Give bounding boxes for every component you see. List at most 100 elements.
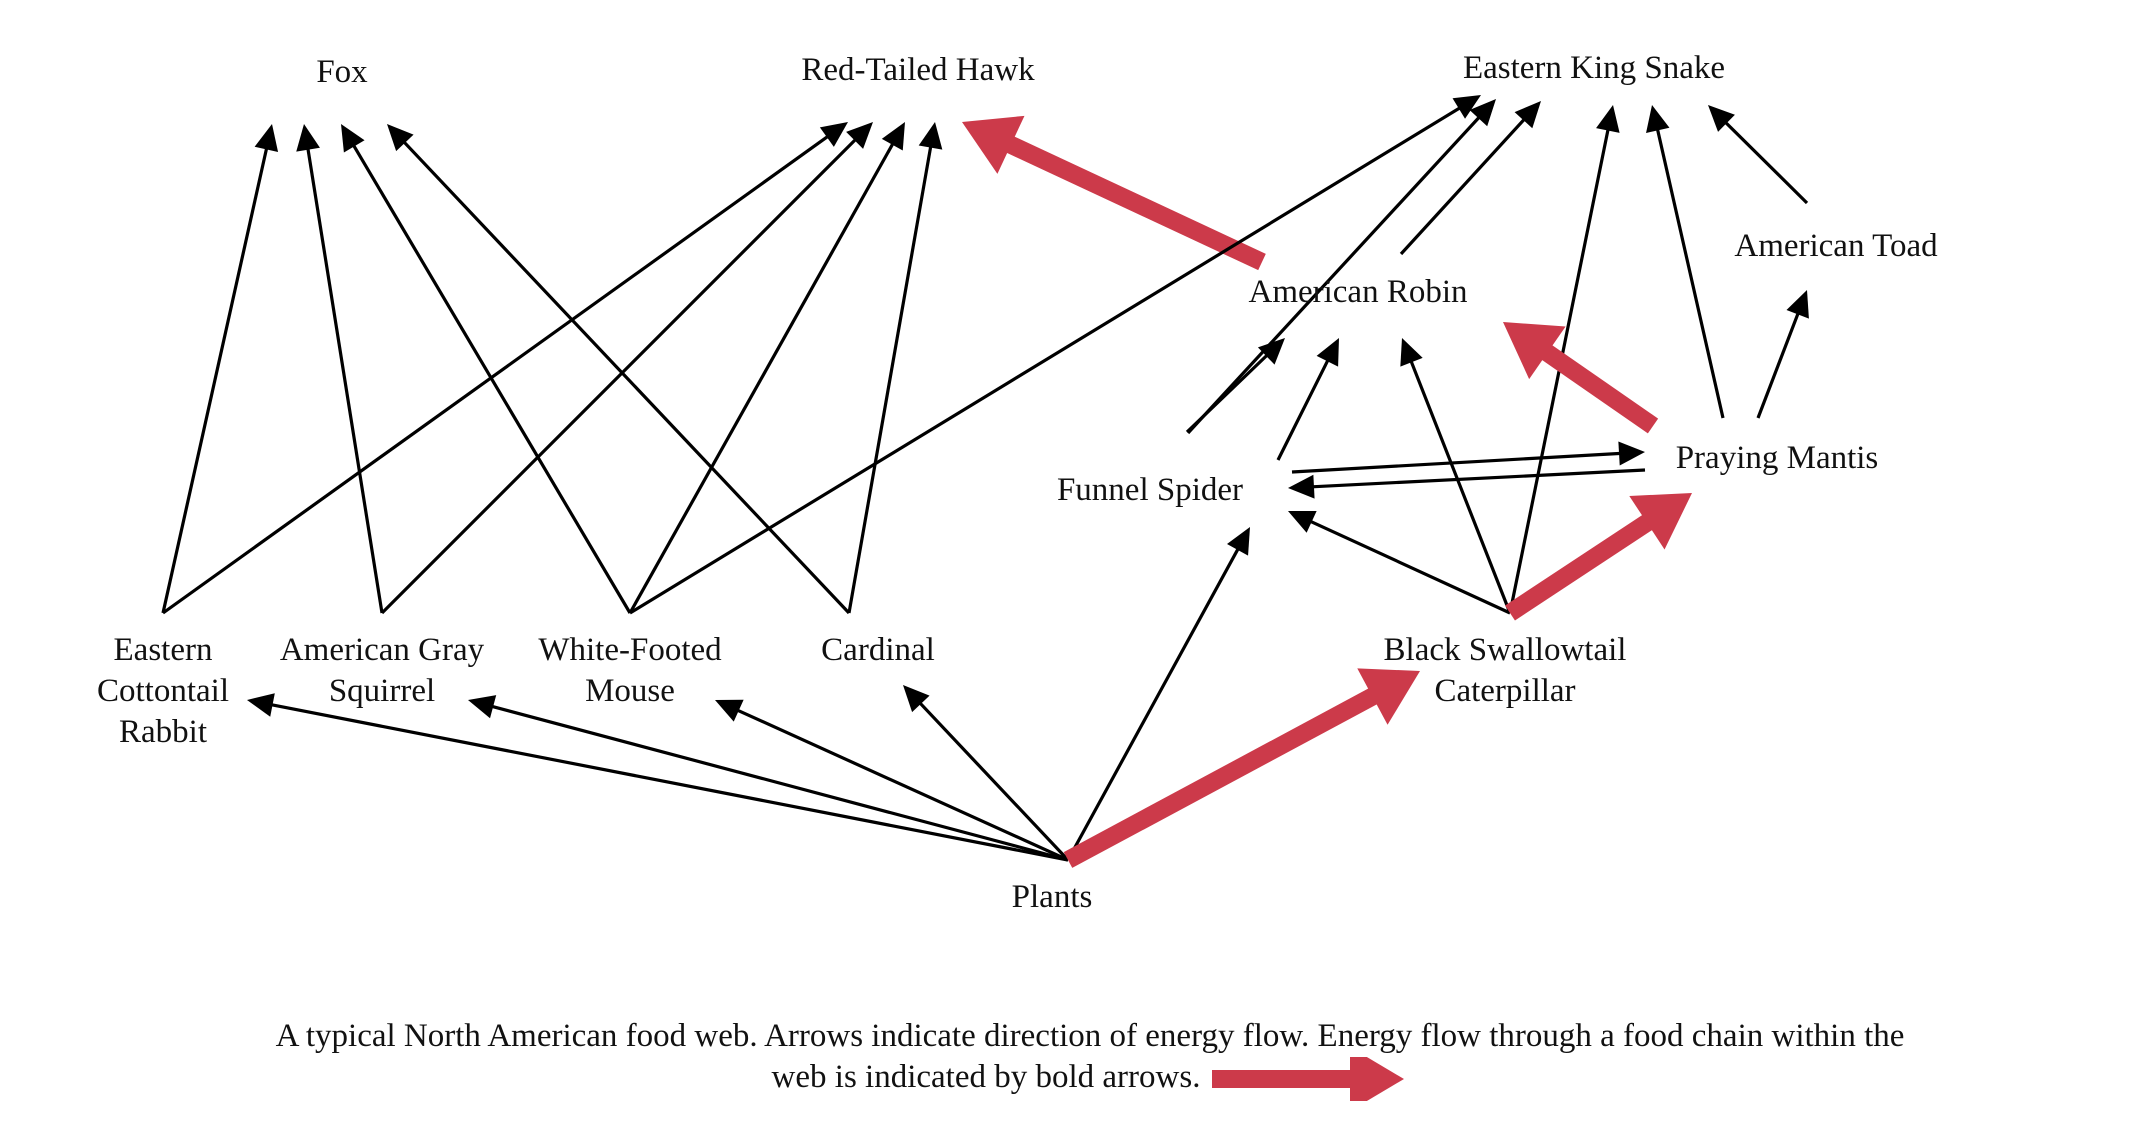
arrow-plants-to-american-gray-squirrel-shaft (490, 704, 1069, 862)
arrow-white-footed-mouse-to-red-tailed-hawk-head (881, 122, 905, 151)
arrow-black-swallowtail-caterpillar-to-funnel-spider-head (1288, 510, 1317, 533)
arrow-plants-to-funnel-spider (1066, 527, 1250, 861)
arrow-american-gray-squirrel-to-fox-shaft (306, 147, 384, 614)
arrow-funnel-spider-to-praying-mantis-head (1618, 441, 1645, 466)
arrow-cardinal-to-red-tailed-hawk-shaft (847, 145, 933, 614)
arrow-plants-to-cardinal-shaft (918, 701, 1070, 862)
node-american-gray-squirrel-line-1: American Gray (280, 632, 485, 668)
arrow-funnel-spider-to-eastern-king-snake (1186, 99, 1496, 435)
arrow-plants-to-funnel-spider-head (1227, 527, 1250, 556)
arrow-american-robin-to-eastern-king-snake-head (1514, 101, 1541, 129)
bold-arrow-american-robin-to-red-tailed-hawk-head (962, 115, 1025, 174)
arrow-american-toad-to-eastern-king-snake-shaft (1723, 120, 1809, 205)
arrow-white-footed-mouse-to-red-tailed-hawk (628, 122, 905, 614)
node-eastern-king-snake: Eastern King Snake (1463, 50, 1725, 86)
arrow-funnel-spider-to-praying-mantis-shaft (1291, 451, 1622, 474)
bold-arrow-plants-to-black-swallowtail-caterpillar-head (1357, 668, 1420, 725)
bold-arrow-american-robin-to-red-tailed-hawk (962, 115, 1266, 271)
arrow-black-swallowtail-caterpillar-to-funnel-spider-shaft (1309, 519, 1511, 615)
node-eastern-king-snake-line-1: Eastern King Snake (1463, 50, 1725, 86)
arrow-american-robin-to-eastern-king-snake (1399, 101, 1541, 256)
arrow-plants-to-white-footed-mouse-shaft (736, 708, 1069, 862)
bold-arrow-plants-to-black-swallowtail-caterpillar-shaft (1063, 687, 1379, 868)
arrow-american-robin-to-eastern-king-snake-shaft (1399, 117, 1526, 256)
arrow-plants-to-american-gray-squirrel-head (468, 695, 497, 719)
arrow-eastern-cottontail-rabbit-to-red-tailed-hawk-head (819, 122, 848, 147)
arrow-funnel-spider-to-american-robin-shaft (1185, 353, 1269, 434)
arrow-black-swallowtail-caterpillar-to-funnel-spider (1288, 510, 1511, 615)
arrow-plants-to-funnel-spider-shaft (1066, 547, 1240, 861)
figure-caption: A typical North American food web. Arrow… (160, 1016, 2020, 1102)
node-black-swallowtail-caterpillar-line-2: Caterpillar (1434, 673, 1575, 709)
arrow-black-swallowtail-caterpillar-to-american-robin (1400, 338, 1512, 614)
node-red-tailed-hawk: Red-Tailed Hawk (801, 52, 1035, 88)
node-praying-mantis: Praying Mantis (1676, 440, 1879, 476)
legend-bold-arrow (1212, 1057, 1405, 1102)
caption-line-1: A typical North American food web. Arrow… (275, 1018, 1905, 1054)
node-white-footed-mouse-line-2: Mouse (585, 673, 675, 709)
arrow-white-footed-mouse-to-eastern-king-snake-shaft (629, 106, 1462, 615)
node-funnel-spider-line-1: Funnel Spider (1057, 472, 1243, 508)
bold-arrow-praying-mantis-to-american-robin-head (1503, 322, 1566, 380)
arrow-white-footed-mouse-to-fox (341, 124, 632, 614)
node-funnel-spider: Funnel Spider (1057, 472, 1243, 508)
arrow-plants-to-cardinal-head (903, 685, 930, 713)
bold-arrow-black-swallowtail-caterpillar-to-praying-mantis-shaft (1505, 514, 1654, 621)
arrow-white-footed-mouse-to-eastern-king-snake (629, 95, 1481, 615)
arrow-american-toad-to-eastern-king-snake (1708, 105, 1809, 205)
node-praying-mantis-line-1: Praying Mantis (1676, 440, 1879, 476)
arrow-eastern-cottontail-rabbit-to-fox-shaft (161, 147, 269, 614)
legend-bold-arrow-head (1350, 1057, 1405, 1102)
bold-arrow-black-swallowtail-caterpillar-to-praying-mantis-head (1629, 493, 1692, 550)
node-plants-line-1: Plants (1012, 879, 1093, 915)
node-cardinal: Cardinal (821, 632, 935, 668)
arrow-plants-to-white-footed-mouse (715, 699, 1069, 862)
arrow-praying-mantis-to-american-toad-shaft (1756, 311, 1800, 419)
arrow-black-swallowtail-caterpillar-to-eastern-king-snake-head (1596, 105, 1620, 133)
node-american-robin: American Robin (1248, 274, 1467, 310)
arrow-cardinal-to-fox-head (387, 124, 414, 152)
arrow-funnel-spider-to-praying-mantis (1291, 441, 1645, 474)
node-american-toad: American Toad (1734, 228, 1938, 264)
bold-arrow-legend-icon (1212, 1057, 1405, 1102)
edges-layer (161, 95, 1809, 868)
arrow-cardinal-to-red-tailed-hawk-head (918, 122, 943, 150)
node-american-toad-line-1: American Toad (1734, 228, 1938, 264)
arrow-plants-to-eastern-cottontail-rabbit (247, 693, 1069, 862)
node-american-robin-line-1: American Robin (1248, 274, 1467, 310)
arrow-plants-to-eastern-cottontail-rabbit-shaft (270, 703, 1069, 862)
node-black-swallowtail-caterpillar-line-1: Black Swallowtail (1384, 632, 1627, 668)
bold-arrow-praying-mantis-to-american-robin (1503, 322, 1659, 434)
node-fox: Fox (316, 54, 368, 90)
node-cardinal-line-1: Cardinal (821, 632, 935, 668)
arrow-praying-mantis-to-eastern-king-snake-shaft (1655, 128, 1725, 419)
arrow-american-gray-squirrel-to-fox-head (296, 124, 320, 152)
bold-arrow-praying-mantis-to-american-robin-shaft (1540, 344, 1659, 434)
bold-arrow-black-swallowtail-caterpillar-to-praying-mantis (1505, 493, 1692, 621)
arrow-white-footed-mouse-to-eastern-king-snake-head (1452, 95, 1481, 119)
node-fox-line-1: Fox (316, 54, 368, 90)
arrow-praying-mantis-to-american-toad (1756, 290, 1809, 419)
node-eastern-cottontail-rabbit-line-2: Cottontail (97, 673, 229, 709)
arrow-american-gray-squirrel-to-red-tailed-hawk-head (846, 122, 873, 149)
arrow-praying-mantis-to-eastern-king-snake (1646, 105, 1725, 419)
arrow-american-toad-to-eastern-king-snake-head (1708, 105, 1735, 132)
arrow-eastern-cottontail-rabbit-to-fox (161, 124, 279, 614)
arrow-white-footed-mouse-to-red-tailed-hawk-shaft (628, 142, 895, 614)
node-red-tailed-hawk-line-1: Red-Tailed Hawk (801, 52, 1035, 88)
arrow-praying-mantis-to-eastern-king-snake-head (1646, 105, 1670, 134)
arrow-funnel-spider-to-eastern-king-snake-shaft (1186, 115, 1481, 435)
arrow-funnel-spider-to-american-robin-head (1257, 338, 1285, 365)
caption-line-2-text: web is indicated by bold arrows. (771, 1059, 1201, 1095)
arrow-cardinal-to-fox-shaft (402, 140, 851, 615)
arrow-funnel-spider-to-american-robin-shaft (1276, 358, 1330, 461)
arrow-plants-to-cardinal (903, 685, 1070, 862)
node-american-gray-squirrel-line-2: Squirrel (329, 673, 435, 709)
arrow-black-swallowtail-caterpillar-to-american-robin-head (1400, 338, 1423, 367)
node-plants: Plants (1012, 879, 1093, 915)
arrow-american-gray-squirrel-to-red-tailed-hawk (380, 122, 873, 615)
